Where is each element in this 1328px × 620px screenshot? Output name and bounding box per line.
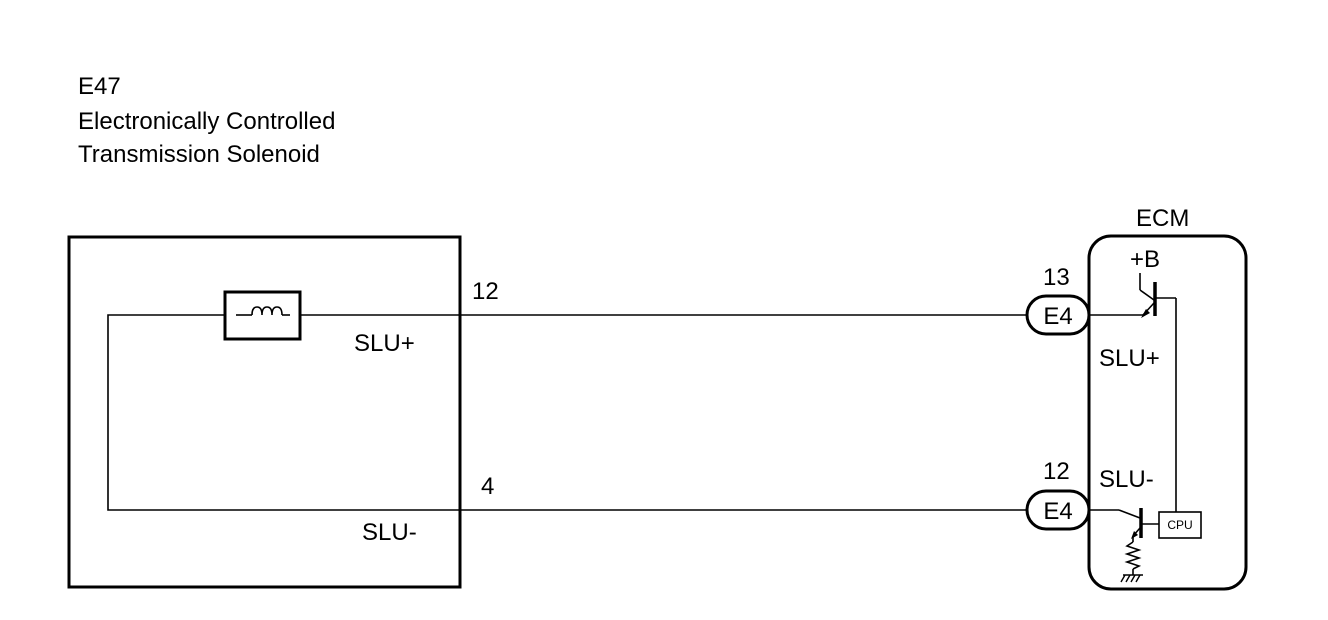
solenoid-slu-minus-label: SLU- bbox=[362, 519, 417, 546]
upper-transistor-icon bbox=[1089, 273, 1177, 512]
ecm-slu-minus-label: SLU- bbox=[1099, 466, 1154, 493]
connector-lower-pin: 12 bbox=[1043, 458, 1070, 485]
ground-resistor-icon bbox=[1120, 536, 1143, 583]
ecm-supply-label: +B bbox=[1130, 246, 1160, 273]
solenoid-slu-plus-label: SLU+ bbox=[354, 330, 415, 357]
solenoid-internal-wire bbox=[107, 314, 460, 511]
connector-e4-lower: E4 bbox=[1025, 489, 1091, 531]
solenoid-box bbox=[67, 235, 462, 589]
connector-upper-id: E4 bbox=[1043, 303, 1072, 330]
ecm-box bbox=[1087, 234, 1248, 591]
wire-pin-upper: 12 bbox=[472, 278, 499, 305]
component-id: E47 bbox=[78, 73, 121, 100]
connector-e4-upper: E4 bbox=[1025, 294, 1091, 336]
cpu-icon: CPU bbox=[1158, 511, 1202, 539]
connector-lower-id: E4 bbox=[1043, 498, 1072, 525]
ecm-slu-plus-label: SLU+ bbox=[1099, 345, 1160, 372]
wire-pin-lower: 4 bbox=[481, 473, 494, 500]
component-name-line2: Transmission Solenoid bbox=[78, 141, 320, 168]
connector-upper-pin: 13 bbox=[1043, 264, 1070, 291]
lower-transistor-icon bbox=[1089, 508, 1159, 539]
cpu-label: CPU bbox=[1167, 518, 1192, 532]
coil-icon bbox=[223, 290, 302, 341]
ecm-title: ECM bbox=[1136, 205, 1189, 232]
component-name-line1: Electronically Controlled bbox=[78, 108, 335, 135]
